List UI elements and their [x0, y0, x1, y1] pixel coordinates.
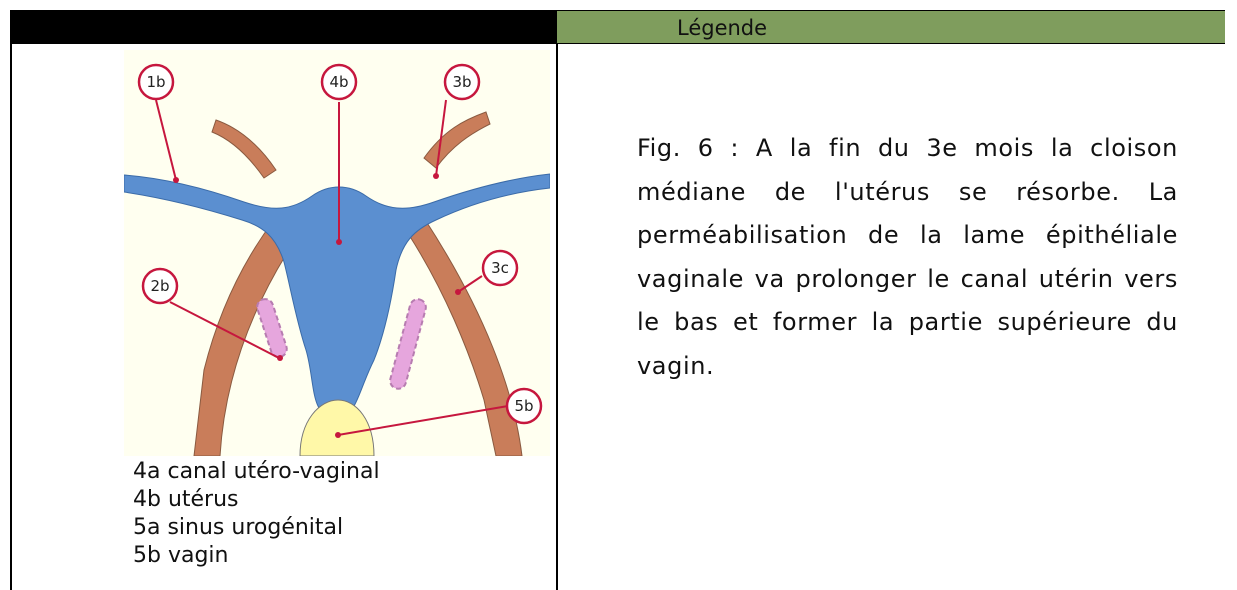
table-left-border	[10, 44, 12, 590]
legend-item: 5a sinus urogénital	[133, 514, 380, 542]
label-1b: 1b	[146, 73, 165, 91]
duct-left-upper-shape	[212, 120, 276, 178]
pink-bar-right	[388, 297, 427, 390]
legend-list: 4a canal utéro-vaginal 4b utérus 5a sinu…	[133, 458, 380, 570]
label-3b: 3b	[452, 73, 471, 91]
label-3c: 3c	[491, 259, 509, 277]
uterus-diagram-svg: 1b 4b 3b 2b 3c 5b	[124, 50, 550, 456]
label-2b: 2b	[150, 277, 169, 295]
legend-header-title: Légende	[677, 16, 767, 40]
table-middle-border	[556, 44, 558, 590]
legend-item: 4b utérus	[133, 486, 380, 514]
duct-3b-shape	[424, 112, 490, 168]
figure-description: Fig. 6 : A la fin du 3e mois la cloison …	[637, 127, 1178, 389]
leader-1b	[156, 100, 176, 180]
header-left-cell	[10, 10, 557, 44]
legend-item: 4a canal utéro-vaginal	[133, 458, 380, 486]
embryology-figure: 1b 4b 3b 2b 3c 5b	[124, 50, 550, 456]
sinus-5b-shape	[300, 400, 374, 456]
header-right-cell	[557, 10, 1225, 44]
label-5b: 5b	[514, 397, 533, 415]
legend-item: 5b vagin	[133, 542, 380, 570]
pink-bar-left	[255, 297, 289, 359]
label-4b: 4b	[329, 73, 348, 91]
